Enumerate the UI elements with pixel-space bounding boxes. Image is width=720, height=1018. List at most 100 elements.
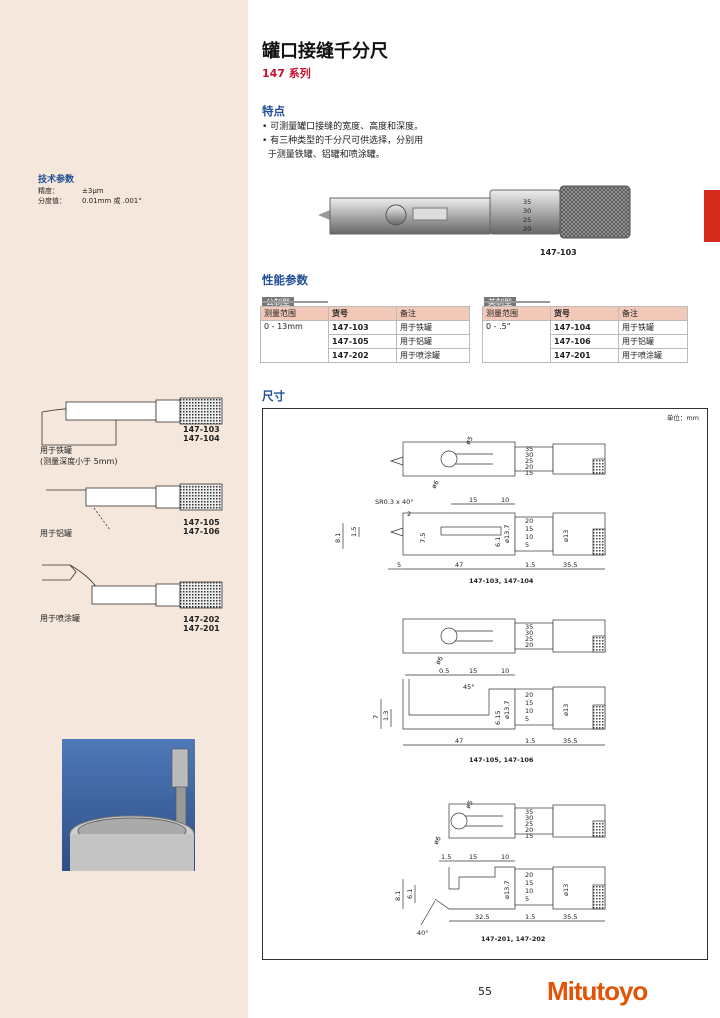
scale-mark: 35 [525,445,533,453]
dim-label: 47 [455,561,463,569]
dimension-drawings: 单位：mm [262,408,708,960]
col-header: 备注 [396,306,470,321]
dim-label: 6.1 [494,537,502,547]
tech-key: 分度值： [38,197,66,205]
note-cell: 用于喷涂罐 [618,348,688,363]
scale-mark: 20 [525,826,533,834]
metric-tag-line [262,301,328,303]
series-subtitle: 147 系列 [262,67,311,80]
scale-mark: 25 [525,457,533,465]
dim-label: ø13 [562,704,570,716]
dim-label: 10 [501,853,509,861]
col-header: 测量范围 [260,306,329,321]
scale-mark: 15 [525,879,533,887]
fig1-label: 用于铁罐 (测量深度小于 5mm) [40,445,117,467]
dim-label: 0.5 [439,667,449,675]
tech-key: 精度： [38,187,59,195]
scale-mark: 20 [525,641,533,649]
dim-label: 7.5 [419,533,427,543]
dim-label: 2 [407,510,411,518]
model-code: 147-201 [183,624,220,633]
photo-scale-mark: 20 [523,225,531,233]
dim-label: 1.5 [525,737,535,745]
scale-mark: 35 [525,623,533,631]
range-cell: 0 - .5" [482,320,551,363]
model-code: 147-105 [183,518,220,527]
scale-mark: 20 [525,463,533,471]
dim-label: 35.5 [563,737,577,745]
fig3-codes: 147-202 147-201 [183,615,220,633]
scale-mark: 30 [525,451,533,459]
note-cell: 用于喷涂罐 [396,348,470,363]
scale-mark: 20 [525,871,533,879]
usage-label: 用于铝罐 [40,529,72,538]
dim-label: ø6 [430,479,441,490]
dim-label: 10 [501,496,509,504]
dim-label: 35.5 [563,913,577,921]
dim-label: 1.5 [525,561,535,569]
scale-mark: 35 [525,808,533,816]
drawing-caption: 147-201, 147-202 [481,935,545,943]
tech-spec: 精度：±3μm 分度值：0.01mm 或 .001" [38,186,141,206]
usage-figures [41,397,223,609]
scale-mark: 5 [525,541,529,549]
code-cell: 147-104 [550,320,619,335]
model-code: 147-104 [183,434,220,443]
scale-mark: 15 [525,469,533,477]
unit-label: 单位：mm [666,414,699,422]
dim-label: 6.15 [494,711,502,725]
usage-label: 用于喷涂罐 [40,614,80,623]
usage-label: 用于铁罐 [40,446,72,455]
dim-label: 1.5 [441,853,451,861]
drawing-caption: 147-105, 147-106 [469,756,534,764]
scale-mark: 15 [525,832,533,840]
photo-scale-mark: 35 [523,198,531,206]
usage-note: (测量深度小于 5mm) [40,457,118,466]
dim-label: 5 [397,561,401,569]
inch-tag-line [484,301,550,303]
dim-label: 8.1 [394,891,402,901]
inch-table: 测量范围 货号 备注 0 - .5" 147-104 用于铁罐 147-106 … [482,306,688,363]
note-cell: 用于铁罐 [396,320,470,335]
model-code: 147-106 [183,527,220,536]
photo-caption: 147-103 [540,248,577,257]
brand-logo: Mitutoyo [547,976,648,1006]
dim-label: ø13.7 [503,525,511,543]
col-header: 测量范围 [482,306,551,321]
dim-label: 7 [372,715,380,719]
scale-mark: 25 [525,635,533,643]
dim-label: ø13 [562,530,570,542]
model-code: 147-202 [183,615,220,624]
feature-item: • 有三种类型的千分尺可供选择，分别用 [262,136,424,146]
dim-label: ø13.7 [503,881,511,899]
dims-heading: 尺寸 [262,389,285,403]
dim-label: 35.5 [563,561,577,569]
scale-mark: 25 [525,820,533,828]
dim-label: 6.1 [406,889,414,899]
dim-label: ø5 [464,435,475,446]
dim-label: 1.5 [525,913,535,921]
tech-value: ±3μm [82,187,104,195]
dim-label: ø13.7 [503,701,511,719]
fig2-codes: 147-105 147-106 [183,518,220,536]
model-code: 147-103 [183,425,220,434]
features-list: • 可测量罐口接缝的宽度、高度和深度。 • 有三种类型的千分尺可供选择，分别用 … [262,120,482,162]
dim-label: 15 [469,667,477,675]
metric-table: 测量范围 货号 备注 0 - 13mm 147-103 用于铁罐 147-105… [260,306,470,363]
features-heading: 特点 [262,104,285,118]
scale-mark: 20 [525,691,533,699]
scale-mark: 20 [525,517,533,525]
dim-label: 10 [501,667,509,675]
dim-label: 40° [417,929,429,937]
note-cell: 用于铝罐 [618,334,688,349]
feature-item: 于测量铁罐、铝罐和喷涂罐。 [262,150,385,160]
dim-label: ø5 [464,799,475,810]
section-tab-marker [704,190,720,242]
dim-label: 32.5 [475,913,489,921]
scale-mark: 5 [525,895,529,903]
usage-photo [62,739,195,871]
scale-mark: 10 [525,533,533,541]
product-image: 35 30 25 20 [318,185,631,239]
dim-label: 47 [455,737,463,745]
dim-label: ø6 [434,655,445,666]
